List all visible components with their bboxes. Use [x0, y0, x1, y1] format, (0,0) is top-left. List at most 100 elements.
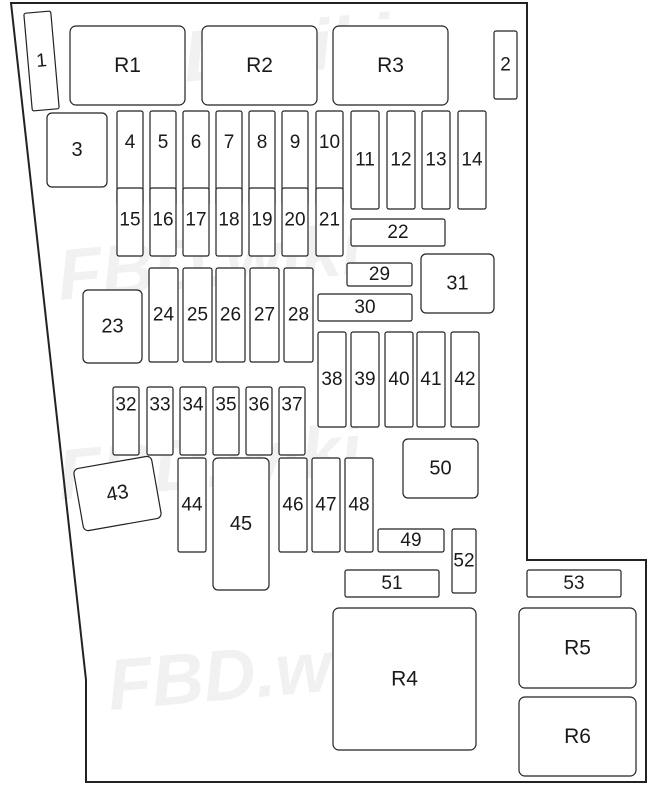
fuse-slot-11: 11 [350, 110, 380, 210]
fuse-slot-label: 17 [185, 210, 206, 231]
fuse-slot-27: 27 [249, 267, 280, 363]
fuse-slot-label: 26 [220, 305, 241, 326]
fuse-slot-label: 11 [355, 150, 375, 171]
fuse-slot-outline [73, 455, 162, 532]
fuse-slot-label: R3 [377, 54, 404, 77]
fuse-slot-label: 33 [149, 395, 170, 416]
fuse-slot-51: 51 [344, 569, 440, 598]
fuse-slot-label: 3 [71, 139, 82, 161]
fuse-slot-outline [82, 289, 143, 364]
fuse-slot-label: 49 [400, 530, 421, 551]
fuse-slot-outline [249, 267, 280, 363]
fuse-slot-label: R6 [564, 725, 591, 748]
fuse-slot-1: 1 [23, 10, 60, 112]
fuse-slot-label: R4 [391, 668, 418, 691]
fuse-slot-label: 38 [321, 369, 342, 390]
fuse-slot-18: 18 [215, 187, 243, 257]
fuse-slot-label: 53 [563, 573, 584, 594]
fuse-slot-label: 6 [191, 132, 202, 153]
fuse-slot-outline [350, 110, 380, 210]
fuse-slot-outline [46, 112, 108, 188]
fuse-slot-47: 47 [311, 457, 341, 553]
fuse-slot-53: 53 [526, 569, 622, 598]
fuse-slot-label: 27 [254, 305, 275, 326]
fuse-slot-22: 22 [350, 218, 446, 247]
fuse-slot-16: 16 [149, 187, 177, 257]
fuse-slot-label: 47 [315, 495, 336, 516]
fuse-slot-outline [518, 607, 637, 689]
fuse-slot-37: 37 [278, 386, 306, 456]
fuse-slot-outline [248, 187, 276, 257]
fuse-slot-outline [332, 25, 449, 106]
fuse-slot-label: 2 [500, 55, 511, 76]
fuse-slot-outline [332, 607, 477, 751]
fuse-slot-29: 29 [346, 262, 413, 287]
fuse-slot-label: 31 [446, 273, 468, 295]
fuse-slot-outline [278, 386, 306, 456]
fuse-slot-26: 26 [215, 267, 246, 363]
fuse-slot-label: 45 [230, 513, 252, 535]
fuse-slot-outline [350, 218, 446, 247]
fuse-slot-outline [457, 110, 487, 210]
fuse-slot-38: 38 [317, 331, 347, 428]
fuse-slot-label: 22 [387, 222, 408, 243]
fuse-slot-outline [215, 187, 243, 257]
fuse-slot-44: 44 [177, 457, 207, 553]
fuse-slot-41: 41 [416, 331, 446, 428]
fuse-slot-label: 51 [381, 573, 402, 594]
fuse-slot-3: 3 [46, 112, 108, 188]
fuse-slot-45: 45 [212, 457, 270, 591]
fuse-slot-label: 23 [101, 316, 123, 338]
fuse-slot-outline [215, 267, 246, 363]
fuse-slot-label: 40 [388, 369, 409, 390]
fuse-slot-label: 10 [319, 132, 340, 153]
fuse-slot-outline [416, 331, 446, 428]
fuse-slot-20: 20 [281, 187, 309, 257]
fuse-slot-label: 29 [369, 264, 390, 285]
fuse-slot-outline [112, 386, 140, 456]
fuse-slot-50: 50 [402, 438, 479, 499]
fuse-slot-outline [402, 438, 479, 499]
fuse-slot-label: 1 [35, 50, 47, 72]
fuse-slot-label: 21 [319, 210, 340, 231]
fuse-slot-r1: R1 [69, 25, 186, 106]
fuse-slot-label: 25 [187, 305, 208, 326]
fuse-slot-outline [281, 187, 309, 257]
fuse-slot-40: 40 [384, 331, 414, 428]
fuse-slot-12: 12 [386, 110, 416, 210]
fuse-slot-23: 23 [82, 289, 143, 364]
fuse-slot-outline [315, 187, 344, 257]
fuse-slot-r4: R4 [332, 607, 477, 751]
fuse-slot-21: 21 [315, 187, 344, 257]
fuse-slot-outline [420, 253, 495, 314]
fuse-slot-label: 7 [224, 132, 235, 153]
fuse-slot-label: 37 [281, 395, 302, 416]
fuse-slot-label: 16 [152, 210, 173, 231]
fuse-slot-outline [344, 457, 374, 553]
fuse-slot-label: 20 [284, 210, 305, 231]
fuse-slot-outline [386, 110, 416, 210]
fuse-slot-label: 14 [461, 150, 483, 171]
fuse-slot-outline [346, 262, 413, 287]
fuse-slot-label: 19 [251, 210, 272, 231]
fuse-slot-outline [377, 528, 445, 553]
fuse-slot-r6: R6 [518, 696, 637, 777]
fuse-slot-label: 32 [115, 395, 136, 416]
fuse-slot-label: 28 [288, 305, 309, 326]
fuse-slot-label: 8 [257, 132, 268, 153]
fuse-slot-label: 35 [215, 395, 236, 416]
fuse-slot-label: 34 [182, 395, 204, 416]
fuse-slot-outline [384, 331, 414, 428]
fuse-slot-label: 44 [181, 495, 203, 516]
fuse-slot-outline [69, 25, 186, 106]
fuse-slot-label: 15 [119, 210, 140, 231]
fuse-slot-label: R2 [246, 54, 273, 77]
fuse-slot-15: 15 [116, 187, 144, 257]
fuse-slot-outline [23, 10, 60, 112]
fuse-slot-35: 35 [212, 386, 240, 456]
fuse-slot-14: 14 [457, 110, 487, 210]
fuse-slot-label: R5 [564, 637, 591, 660]
fuse-slot-outline [245, 386, 273, 456]
